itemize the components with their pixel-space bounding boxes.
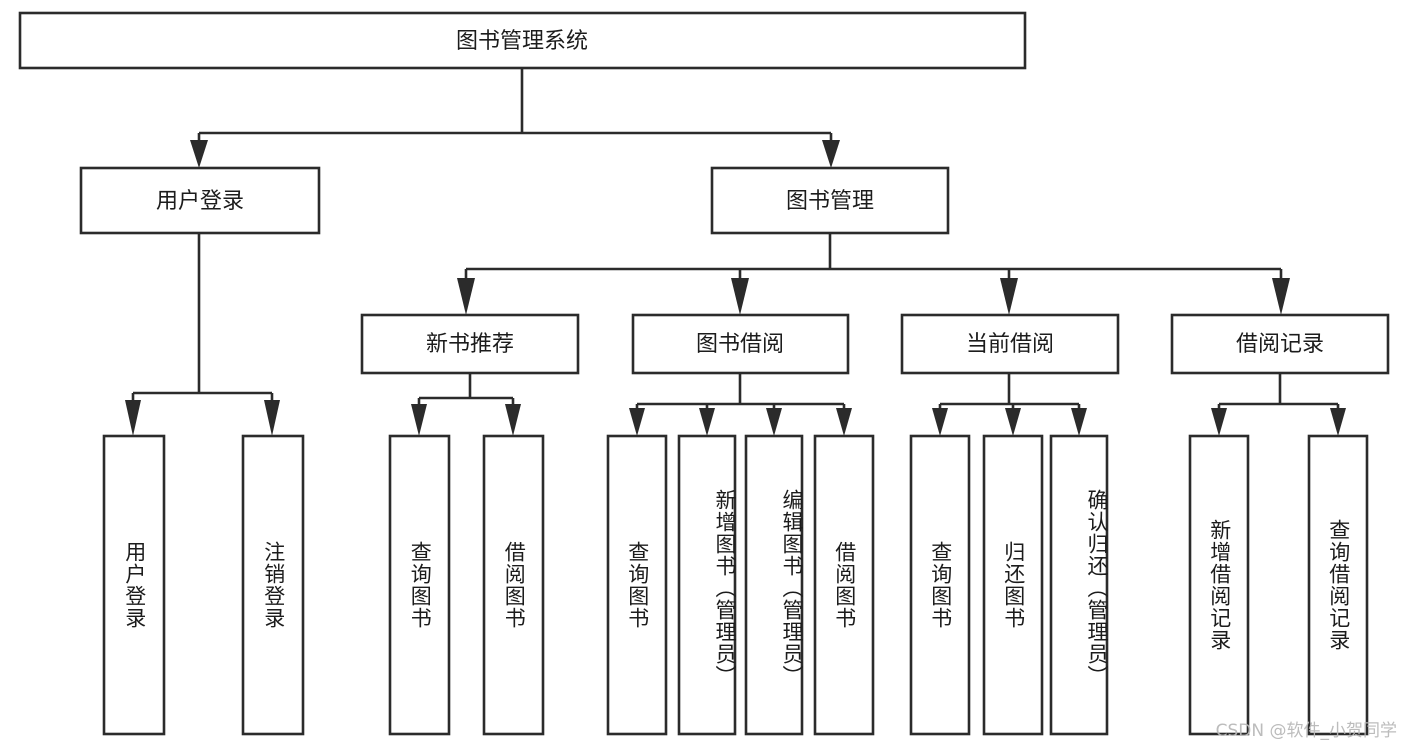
node-return-book-box[interactable] (982, 434, 1044, 736)
node-current-borrow[interactable]: 当前借阅 (900, 313, 1120, 375)
connector-userlogin-to-leaves (125, 233, 280, 436)
node-edit-book-admin-box[interactable] (744, 434, 804, 736)
connector-bookmanage-to-level3 (457, 233, 1290, 315)
node-add-book-admin-box[interactable] (677, 434, 737, 736)
node-confirm-return-box[interactable] (1049, 434, 1109, 736)
node-root-label: 图书管理系统 (456, 28, 588, 53)
node-user-login-do-box[interactable] (102, 434, 166, 736)
csdn-watermark: CSDN @软件_小贺同学 (1215, 721, 1397, 741)
node-borrow-book-2-box[interactable] (813, 434, 875, 736)
node-current-borrow-label: 当前借阅 (966, 331, 1054, 356)
connector-currentborrow-to-leaves (932, 373, 1087, 436)
node-book-manage[interactable]: 图书管理 (710, 166, 950, 235)
node-new-book-rec[interactable]: 新书推荐 (360, 313, 580, 375)
node-book-borrow[interactable]: 图书借阅 (631, 313, 850, 375)
node-query-book-3-box[interactable] (909, 434, 971, 736)
node-book-manage-label: 图书管理 (786, 188, 874, 213)
node-root[interactable]: 图书管理系统 (18, 11, 1027, 70)
node-new-book-rec-label: 新书推荐 (426, 331, 514, 356)
node-user-login[interactable]: 用户登录 (79, 166, 321, 235)
node-query-borrow-record-box[interactable] (1307, 434, 1369, 736)
connector-root-to-level2 (190, 68, 840, 168)
node-book-borrow-label: 图书借阅 (696, 331, 784, 356)
node-query-book-2-box[interactable] (606, 434, 668, 736)
node-user-login-label: 用户登录 (156, 188, 244, 213)
node-add-borrow-record-box[interactable] (1188, 434, 1250, 736)
connector-borrowrecord-to-leaves (1211, 373, 1346, 436)
node-borrow-record[interactable]: 借阅记录 (1170, 313, 1390, 375)
node-borrow-book-1-box[interactable] (482, 434, 545, 736)
connector-bookborrow-to-leaves (629, 373, 852, 436)
node-borrow-record-label: 借阅记录 (1236, 331, 1324, 356)
leaf-boxes (102, 434, 1369, 736)
connector-newbook-to-leaves (411, 373, 521, 436)
node-user-logout-box[interactable] (241, 434, 305, 736)
node-query-book-1-box[interactable] (388, 434, 451, 736)
